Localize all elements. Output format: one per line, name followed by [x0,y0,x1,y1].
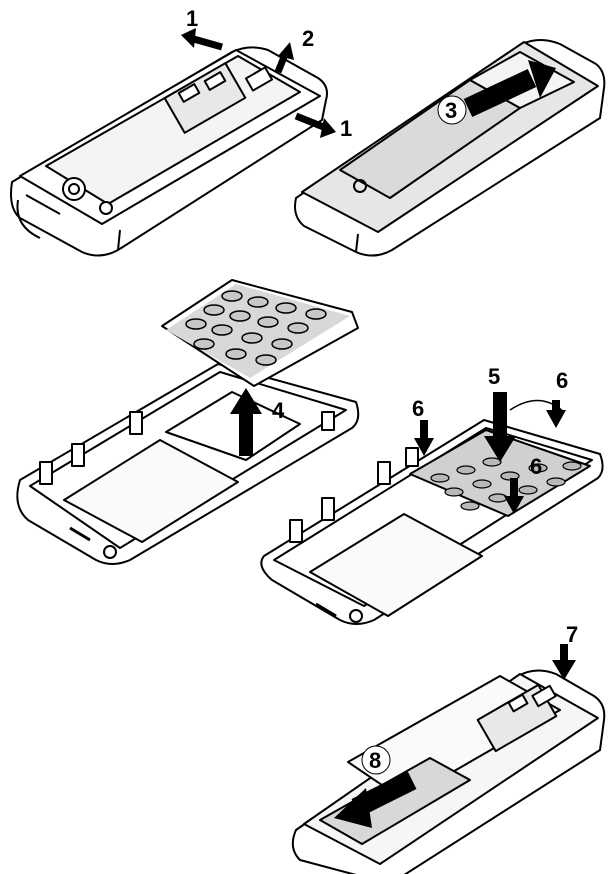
step-label-4: 4 [272,398,285,423]
step-label-1: 1 [340,116,352,141]
step-label-8: 8 [369,748,381,773]
phone-open-back-view [11,47,327,255]
step-label-3: 3 [445,98,457,123]
step-label-6: 6 [530,454,542,479]
phone-reassembly [293,670,604,874]
step-label-5: 5 [488,364,500,389]
phone-cover-back-view [295,40,604,256]
step-label-6: 6 [412,396,424,421]
step-label-1: 1 [186,6,198,31]
step-label-7: 7 [566,622,578,647]
step-label-6: 6 [556,368,568,393]
keymat-lifted [162,280,358,386]
step-label-2: 2 [302,26,314,51]
